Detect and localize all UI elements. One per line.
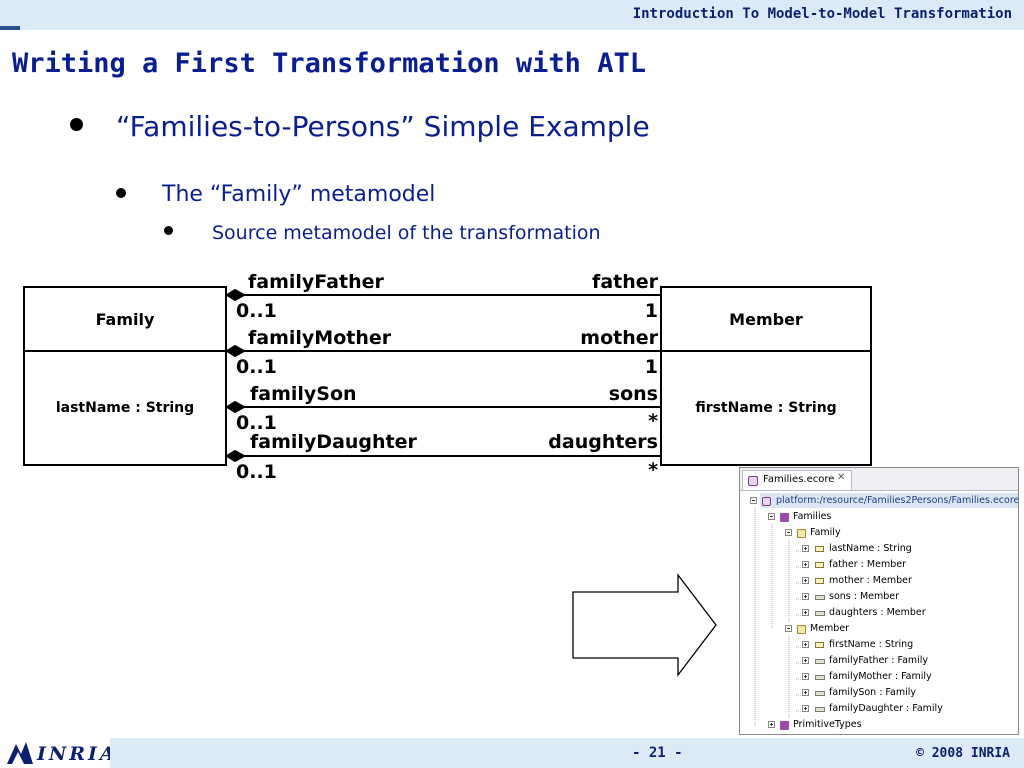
- package-icon: [780, 513, 789, 522]
- source-multiplicity: 0..1: [236, 356, 277, 378]
- association-father: [225, 288, 660, 302]
- attribute-icon: [815, 578, 824, 584]
- collapse-icon[interactable]: [785, 625, 792, 632]
- inria-logo-text: INRIA: [37, 743, 118, 765]
- ecore-tree: platform:/resource/Families2Persons/Fami…: [740, 491, 1019, 734]
- tree-item-label: platform:/resource/Families2Persons/Fami…: [776, 495, 1019, 506]
- association-sons: [225, 400, 660, 414]
- expand-icon[interactable]: [802, 689, 809, 696]
- slide-title: Writing a First Transformation with ATL: [12, 48, 646, 79]
- target-role-label: sons: [608, 383, 658, 405]
- expand-icon[interactable]: [802, 561, 809, 568]
- reference-many-icon: [815, 595, 825, 600]
- collapse-icon[interactable]: [750, 497, 757, 504]
- ecore-editor-panel: Families.ecore ✕: [739, 467, 1019, 735]
- tree-item-label: sons : Member: [829, 591, 900, 602]
- expand-icon[interactable]: [802, 545, 809, 552]
- bullet-level3: Source metamodel of the transformation: [212, 222, 601, 244]
- source-multiplicity: 0..1: [236, 412, 277, 434]
- expand-icon[interactable]: [802, 705, 809, 712]
- association-mother: [225, 344, 660, 358]
- header-accent: [0, 26, 20, 30]
- class-attribute: firstName : String: [695, 400, 837, 416]
- ecore-file-icon: [748, 476, 758, 486]
- package-icon: [780, 721, 789, 730]
- collapse-icon[interactable]: [768, 513, 775, 520]
- header-band: [0, 0, 1024, 30]
- target-role-label: mother: [580, 327, 658, 349]
- tree-item-label: familyMother : Family: [829, 671, 932, 682]
- bullet-icon: [70, 118, 83, 131]
- expand-icon[interactable]: [802, 657, 809, 664]
- tree-item-label: firstName : String: [829, 639, 914, 650]
- expand-icon[interactable]: [802, 593, 809, 600]
- tree-item-label: familyDaughter : Family: [829, 703, 943, 714]
- tree-item-label: familyFather : Family: [829, 655, 929, 666]
- attribute-icon: [815, 562, 824, 568]
- expand-icon[interactable]: [802, 641, 809, 648]
- tree-item-label: Family: [810, 527, 841, 538]
- right-arrow-icon: [572, 573, 717, 677]
- target-role-label: father: [592, 271, 658, 293]
- source-role-label: familyMother: [248, 327, 392, 349]
- reference-icon: [815, 707, 825, 712]
- source-role-label: familySon: [250, 383, 357, 405]
- class-name: Member: [729, 310, 803, 329]
- expand-icon[interactable]: [802, 577, 809, 584]
- copyright: © 2008 INRIA: [916, 746, 1010, 761]
- tree-item-label: PrimitiveTypes: [793, 719, 862, 730]
- target-multiplicity: *: [648, 410, 658, 432]
- target-role-label: daughters: [548, 431, 658, 453]
- uml-class-family: Family lastName : String: [23, 286, 227, 466]
- target-multiplicity: 1: [644, 356, 658, 378]
- inria-logo-icon: [7, 742, 33, 764]
- tree-guide-lines: [754, 493, 1018, 726]
- bullet-icon: [116, 188, 126, 198]
- presentation-title: Introduction To Model-to-Model Transform…: [632, 6, 1012, 22]
- attribute-icon: [815, 546, 824, 552]
- tree-item-label: familySon : Family: [829, 687, 916, 698]
- tree-item-label: daughters : Member: [829, 607, 926, 618]
- project-icon: [762, 497, 771, 506]
- expand-icon[interactable]: [768, 721, 775, 728]
- source-multiplicity: 0..1: [236, 461, 277, 483]
- target-multiplicity: *: [648, 459, 658, 481]
- attribute-icon: [815, 642, 824, 648]
- tree-item-label: father : Member: [829, 559, 906, 570]
- bullet-icon: [164, 226, 173, 235]
- reference-icon: [815, 691, 825, 696]
- tree-item-label: mother : Member: [829, 575, 912, 586]
- close-icon[interactable]: ✕: [837, 472, 846, 483]
- footer-band: [110, 738, 1024, 768]
- editor-tab-families-ecore[interactable]: Families.ecore ✕: [742, 470, 852, 490]
- source-role-label: familyFather: [248, 271, 384, 293]
- tree-item-label: Families: [793, 511, 832, 522]
- collapse-icon[interactable]: [785, 529, 792, 536]
- class-icon: [797, 625, 806, 634]
- uml-class-member: Member firstName : String: [660, 286, 872, 466]
- source-role-label: familyDaughter: [250, 431, 417, 453]
- class-name: Family: [95, 310, 155, 329]
- reference-icon: [815, 659, 825, 664]
- tree-item-label: lastName : String: [829, 543, 912, 554]
- bullet-level1: “Families-to-Persons” Simple Example: [116, 110, 650, 143]
- class-divider: [25, 350, 225, 352]
- class-divider: [662, 350, 870, 352]
- expand-icon[interactable]: [802, 673, 809, 680]
- reference-many-icon: [815, 611, 825, 616]
- editor-tab-bar: Families.ecore ✕: [740, 468, 1018, 491]
- expand-icon[interactable]: [802, 609, 809, 616]
- source-multiplicity: 0..1: [236, 300, 277, 322]
- target-multiplicity: 1: [644, 300, 658, 322]
- tab-label: Families.ecore: [763, 474, 835, 485]
- reference-icon: [815, 675, 825, 680]
- class-attribute: lastName : String: [55, 400, 195, 416]
- association-daughters: [225, 449, 660, 463]
- page-number: - 21 -: [632, 745, 683, 761]
- tree-item-label: Member: [810, 623, 850, 634]
- bullet-level2: The “Family” metamodel: [162, 182, 436, 207]
- class-icon: [797, 529, 806, 538]
